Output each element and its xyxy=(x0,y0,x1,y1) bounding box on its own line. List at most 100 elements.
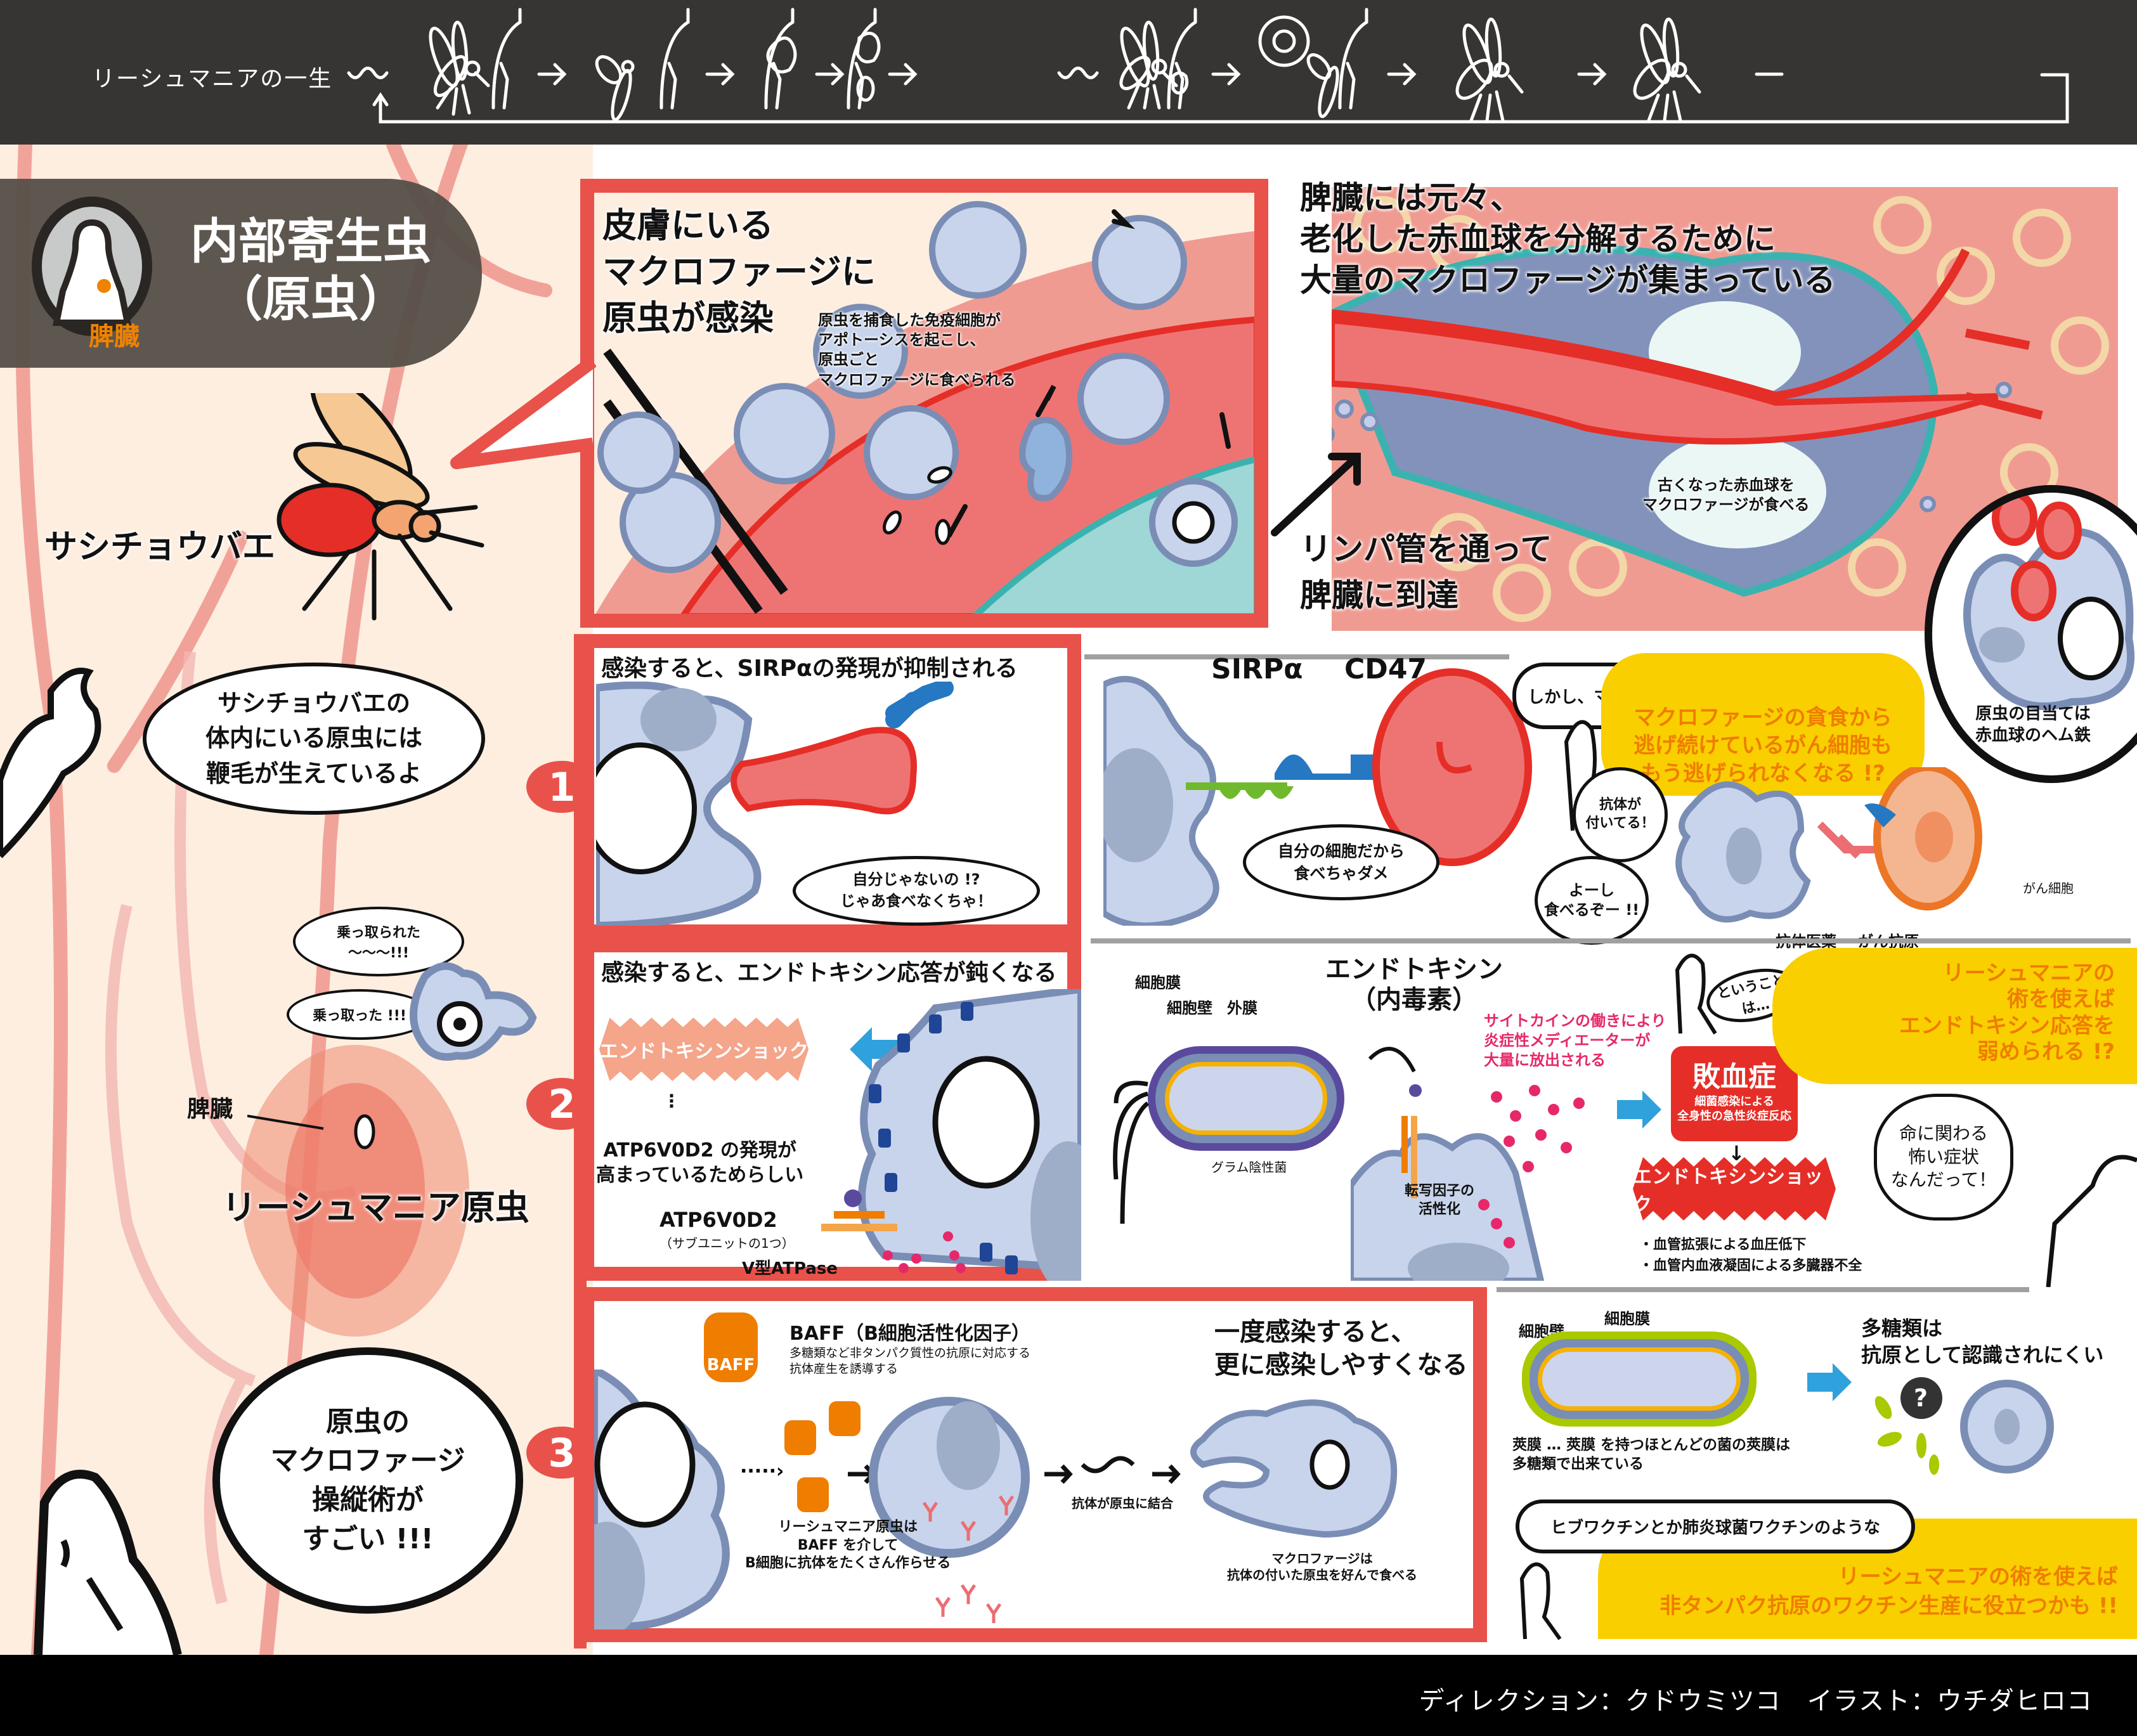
parasitophorous-vacuole-icon xyxy=(1309,1439,1350,1490)
antibody-drug-icon xyxy=(1817,821,1877,859)
body-spleen-icon xyxy=(32,197,152,336)
parasitophorous-vacuole-icon xyxy=(594,1401,696,1528)
blue-arrow-left-icon xyxy=(850,1027,913,1072)
arrow-icon xyxy=(537,63,567,86)
antibody-speech-bubble: 抗体が 付いてる！ xyxy=(1573,767,1668,862)
unrecognized-antigen-illustration: ? xyxy=(1874,1377,2054,1475)
arm-icon xyxy=(1338,8,1368,110)
macrophage-release-icon xyxy=(855,32,881,63)
amastigote-icon xyxy=(354,1114,375,1150)
endotoxin-title: エンドトキシン （内毒素） xyxy=(1325,955,1503,1014)
skin-illustration xyxy=(594,193,1254,614)
lymph-arrow-icon xyxy=(1271,453,1361,536)
baff-note: リーシュマニア原虫は BAFF を介して B細胞に抗体をたくさん作らせる xyxy=(745,1519,951,1572)
endotoxin-shock-burst: エンドトキシンショック xyxy=(599,1018,809,1081)
panel-callout-tail xyxy=(450,356,596,469)
gram-negative-bacterium xyxy=(1113,1046,1422,1224)
cancer-hope-box: マクロファージの貪食から 逃げ続けているがん細胞も もう逃げられなくなる !? xyxy=(1601,653,1925,796)
heme-iron-note: 原虫の目当ては 赤血球のヘム鉄 xyxy=(1975,704,2091,745)
weaken-hope-box: リーシュマニアの 術を使えば エンドトキシン応答を 弱められる !? xyxy=(1772,948,2137,1084)
gram-negative-label: グラム陰性菌 xyxy=(1211,1160,1287,1175)
pointing-figure-icon xyxy=(0,668,101,858)
dotted-arrow-icon: ·····› xyxy=(740,1460,784,1482)
arm-icon xyxy=(764,8,795,110)
antibody-icon xyxy=(922,1495,1015,1623)
step1-macrophage-speech: 自分じゃないの !? じゃあ食べなくちゃ！ xyxy=(793,856,1040,926)
category-title: 内部寄生虫 （原虫） xyxy=(190,212,431,328)
vaccine-speech-bubble: ヒブワクチンとか肺炎球菌ワクチンのような xyxy=(1516,1500,1915,1553)
spleen-organ xyxy=(285,1083,425,1299)
endotoxin-molecule-icon xyxy=(1409,1084,1422,1097)
manipulation-speech-bubble: 原虫の マクロファージ 操縦術が すごい !!! xyxy=(212,1347,523,1614)
symptom-1: ・血管拡張による血圧低下 xyxy=(1639,1237,1807,1253)
spleen-pointer-line xyxy=(247,1114,375,1150)
step1-illustration xyxy=(596,682,954,926)
lifecycle-return-line xyxy=(379,73,2069,124)
skin-lesion-icon xyxy=(1171,71,1189,95)
arm-icon xyxy=(491,8,522,110)
arrow-icon xyxy=(705,63,735,86)
parasitophorous-vacuole-icon xyxy=(596,742,697,874)
polysaccharide-note: 多糖類は 抗原として認識されにくい xyxy=(1861,1316,2104,1367)
sepsis-title: 敗血症 xyxy=(1692,1061,1776,1093)
scared-figure-icon xyxy=(2046,1155,2137,1287)
arrow-icon xyxy=(1211,63,1241,86)
outer-membrane-label: 外膜 xyxy=(1227,999,1257,1017)
rbc-icon xyxy=(1992,493,2037,546)
reinfection-title: 一度感染すると、 更に感染しやすくなる xyxy=(1214,1318,1468,1380)
capsule-note: 莢膜 … 莢膜 を持つほとんどの菌の莢膜は 多糖類で出来ている xyxy=(1512,1437,1791,1472)
arrow-icon xyxy=(815,63,845,86)
hijacked-speech-line1: 乗っ取られた xyxy=(336,925,420,941)
step1-title: 感染すると、SIRPαの発現が抑制される xyxy=(601,656,1018,682)
arm-icon xyxy=(659,8,690,110)
infected-macrophage-icon xyxy=(766,36,797,74)
eat-speech-bubble: よーし 食べるぞー !! xyxy=(1535,856,1649,945)
cytokine-release-illustration xyxy=(1351,1085,1585,1281)
question-mark-icon xyxy=(1900,1377,1942,1419)
step3-illustration: ·····› xyxy=(594,1370,1398,1629)
cell-wall-label: 細胞壁 xyxy=(1167,999,1212,1017)
rbc-icon xyxy=(2036,502,2082,560)
sirpa-cd47-illustration xyxy=(1103,668,1532,926)
blue-arrow-right-icon xyxy=(1617,1091,1661,1129)
lifecycle-diagram xyxy=(347,8,2069,124)
macrophage-shape xyxy=(1351,1133,1545,1281)
atp-note: ATP6V0D2 の発現が 高まっているためらしい xyxy=(596,1139,804,1186)
footer-bar xyxy=(0,1655,2137,1736)
parasite-label: リーシュマニア原虫 xyxy=(222,1188,529,1228)
baff-description: 多糖類など非タンパク質性の抗原に対応する 抗体産生を誘導する xyxy=(789,1346,1031,1376)
step2-macrophage-illustration xyxy=(821,989,1081,1281)
step1-divider xyxy=(1084,654,1509,659)
old-rbc-note: 古くなった赤血球を マクロファージが食べる xyxy=(1642,476,1810,514)
apoptosis-note: 原虫を捕食した免疫細胞が アポトーシスを起こし、 原虫ごと マクロファージに食べ… xyxy=(818,311,1016,389)
parasitophorous-vacuole-icon xyxy=(2058,597,2124,680)
sandfly-icon xyxy=(429,20,490,116)
capsulated-bacterium xyxy=(1522,1331,1757,1427)
self-speech-bubble: 自分の細胞だから 食べちゃダメ xyxy=(1243,824,1439,900)
baff-badge: BAFF xyxy=(704,1312,758,1382)
flagella-speech-bubble: サシチョウバエの 体内にいる原虫には 鞭毛が生えているよ xyxy=(143,663,485,815)
tlr4-receptor xyxy=(834,1211,885,1219)
heme-iron-callout xyxy=(1925,485,2137,783)
atp6v0d2-sublabel: （サブユニットの1つ） xyxy=(659,1236,795,1251)
endotoxin-shock-red-burst: エンドトキシンショック xyxy=(1633,1157,1836,1221)
atp6v0d2-label: ATP6V0D2 xyxy=(659,1208,777,1232)
symptom-2: ・血管内血液凝固による多臓器不全 xyxy=(1639,1258,1862,1274)
membrane-label: 細胞膜 xyxy=(1135,974,1181,992)
promastigote-icon xyxy=(1081,1456,1135,1474)
cd47-icon xyxy=(1275,755,1376,780)
arm-icon xyxy=(1167,8,1197,110)
cd47-icon xyxy=(1864,803,1896,827)
category-title-line1: 内部寄生虫 xyxy=(190,213,431,269)
baff-title: BAFF（B細胞活性化因子） xyxy=(789,1323,1030,1345)
footer-credit: ディレクション：クドウミツコ イラスト：ウチダヒロコ xyxy=(1419,1687,2093,1716)
rbc-shape xyxy=(731,727,917,815)
antibody-cancer-illustration xyxy=(1675,767,1982,923)
step2-divider xyxy=(1091,938,2131,943)
blue-arrow-right-icon xyxy=(1807,1363,1852,1401)
arrow-icon xyxy=(1577,63,1607,86)
macrophage-shape xyxy=(1190,1399,1398,1538)
arrow-icon xyxy=(1387,63,1417,86)
sandfly-bite-icon xyxy=(595,55,635,122)
infected-macrophage-icon xyxy=(410,962,537,1061)
